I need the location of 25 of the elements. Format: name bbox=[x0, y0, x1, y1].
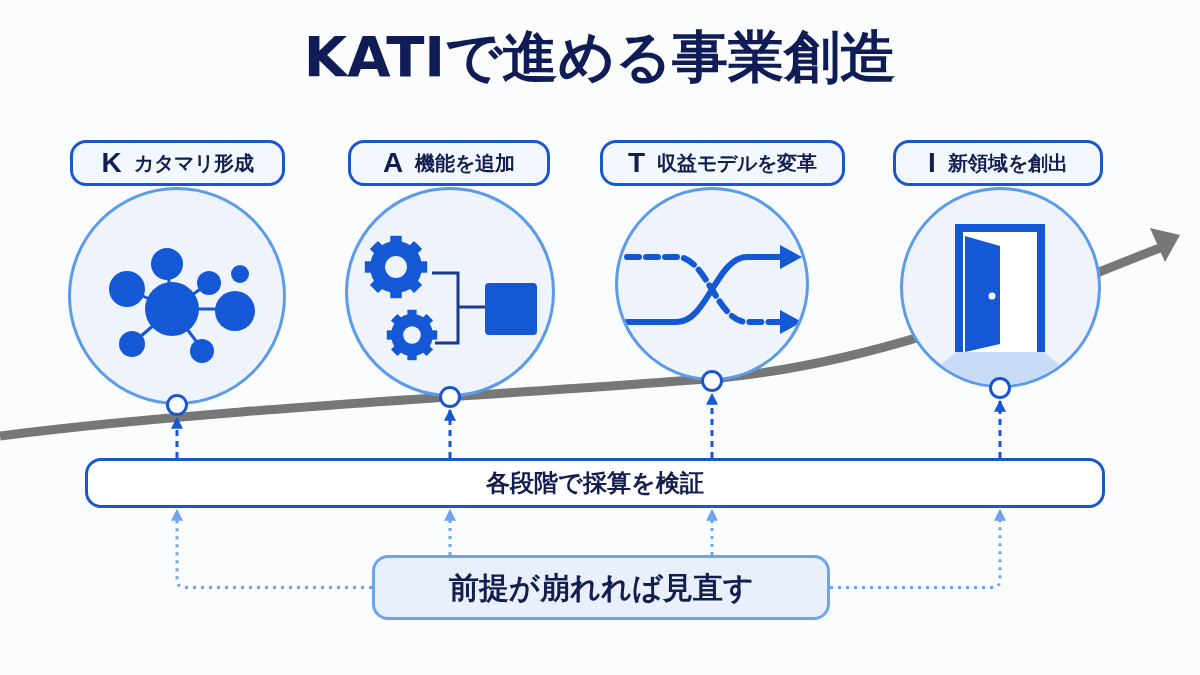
stage-letter: T bbox=[627, 146, 646, 180]
stage-letter: A bbox=[382, 146, 404, 180]
stage-title: カタマリ形成 bbox=[133, 150, 254, 177]
review-label: 前提が崩れれば見直す bbox=[448, 569, 754, 607]
stage-title: 新領域を創出 bbox=[947, 150, 1068, 177]
arrow bbox=[706, 392, 718, 458]
stage-letter: K bbox=[101, 146, 122, 180]
arrow bbox=[171, 508, 372, 589]
stage-label bbox=[348, 140, 550, 186]
title: KATIで進める事業創造 bbox=[302, 23, 898, 91]
stage-label bbox=[70, 140, 285, 186]
stage-letter: I bbox=[928, 146, 936, 180]
arrow bbox=[994, 399, 1006, 458]
arrow bbox=[171, 416, 183, 458]
stage-label bbox=[600, 140, 845, 186]
stage-title: 機能を追加 bbox=[415, 150, 516, 177]
arrow bbox=[444, 408, 456, 458]
bar-label: 各段階で採算を検証 bbox=[486, 468, 704, 499]
stage-title: 収益モデルを変革 bbox=[657, 150, 818, 177]
arrow bbox=[444, 508, 456, 555]
review-box bbox=[372, 555, 830, 620]
process-bar bbox=[85, 458, 1105, 508]
stage-label bbox=[893, 140, 1103, 186]
arrow bbox=[830, 508, 1006, 589]
arrow bbox=[706, 508, 718, 555]
